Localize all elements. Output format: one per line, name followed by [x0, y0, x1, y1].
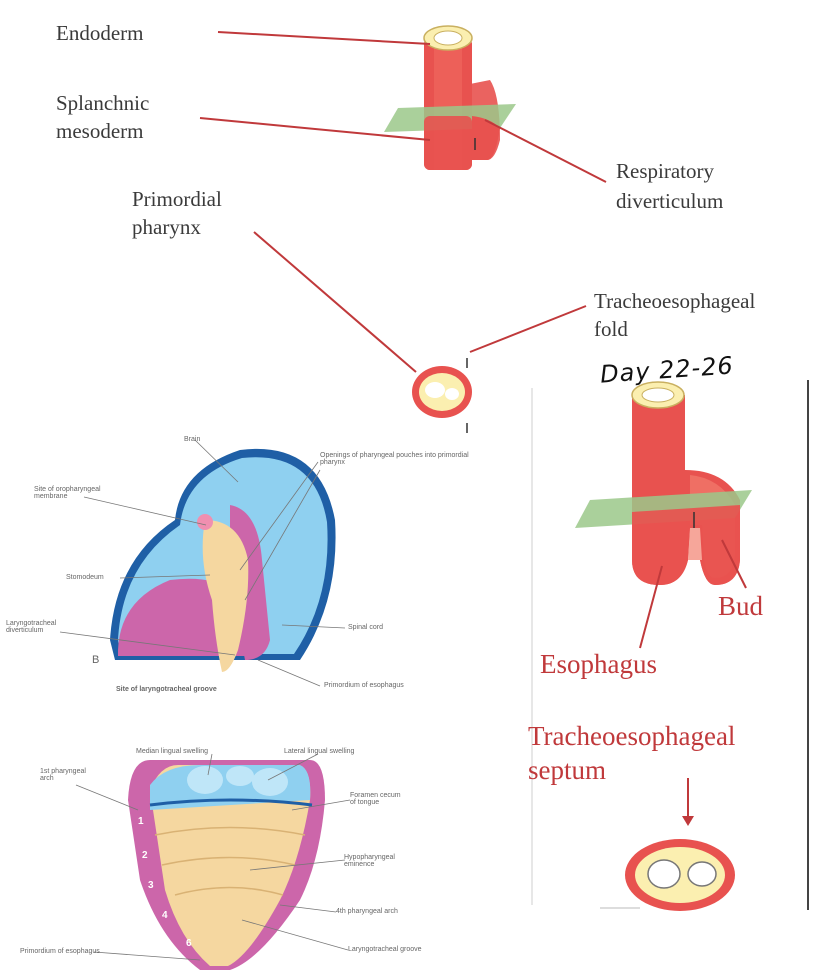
label-primordial-line1: Primordial	[132, 186, 222, 213]
tongue-label-fourth-arch: 4th pharyngeal arch	[336, 908, 398, 915]
embryo-label-esophagus: Primordium of esophagus	[324, 682, 404, 689]
arch-number-1: 1	[138, 816, 144, 827]
label-endoderm: Endoderm	[56, 20, 143, 47]
label-tracheo-fold-line1: Tracheoesophageal	[594, 288, 755, 315]
label-splanchnic-line2: mesoderm	[56, 118, 143, 145]
tongue-label-hypopharyngeal: Hypopharyngeal eminence	[344, 854, 408, 868]
label-tracheo-fold-line2: fold	[594, 316, 628, 343]
embryo-label-laryngotracheal: Laryngotracheal diverticulum	[6, 620, 70, 634]
bifurcated-tube	[575, 382, 752, 585]
embryo-illustration	[110, 449, 336, 672]
leader-fold	[470, 306, 586, 352]
arch-number-2: 2	[142, 850, 148, 861]
embryo-label-groove: Site of laryngotracheal groove	[116, 686, 217, 693]
arch-number-3: 3	[148, 880, 154, 891]
leader-pharynx	[254, 232, 416, 372]
label-septum-line1: Tracheoesophageal	[528, 720, 735, 752]
label-splanchnic-line1: Splanchnic	[56, 90, 149, 117]
tongue-label-foramen: Foramen cecum of tongue	[350, 792, 402, 806]
septum-cross-section	[625, 839, 735, 911]
embryo-label-spinal-cord: Spinal cord	[348, 624, 383, 631]
tongue-label-first-arch: 1st pharyngeal arch	[40, 768, 96, 782]
embryo-label-pouches: Openings of pharyngeal pouches into prim…	[320, 452, 490, 466]
label-primordial-line2: pharynx	[132, 214, 201, 241]
tongue-label-esophagus: Primordium of esophagus	[20, 948, 100, 955]
tongue-label-groove: Laryngotracheal groove	[348, 946, 422, 953]
tongue-label-lateral: Lateral lingual swelling	[284, 748, 354, 755]
embryo-label-stomodeum: Stomodeum	[66, 574, 104, 581]
arch-number-6: 6	[186, 938, 192, 949]
leader-respiratory	[485, 120, 606, 182]
embryo-label-b: B	[92, 654, 99, 666]
label-respiratory-line1: Respiratory	[616, 158, 714, 185]
label-septum-line2: septum	[528, 754, 606, 786]
embryo-label-brain: Brain	[184, 436, 200, 443]
label-bud: Bud	[718, 590, 763, 622]
embryo-label-oropharyngeal: Site of oropharyngeal membrane	[34, 486, 106, 500]
leader-endoderm	[218, 32, 430, 44]
label-esophagus: Esophagus	[540, 648, 657, 680]
arch-number-4: 4	[162, 910, 168, 921]
pharynx-cross-section	[412, 358, 472, 433]
label-respiratory-line2: diverticulum	[616, 188, 723, 215]
tongue-label-median: Median lingual swelling	[136, 748, 208, 755]
foregut-tube-top	[384, 26, 516, 170]
